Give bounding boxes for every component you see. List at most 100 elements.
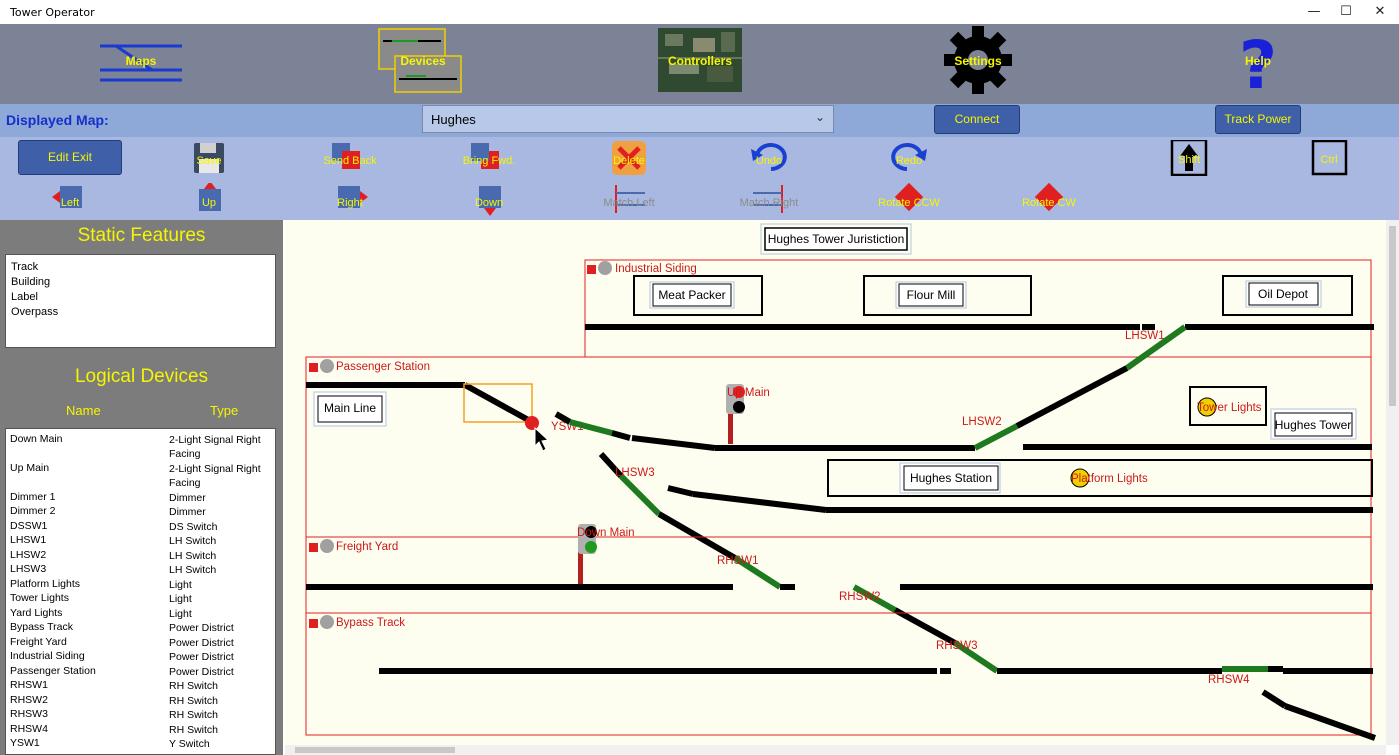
move-down-button[interactable]: Down [449,183,529,217]
nav-controllers-label: Controllers [667,54,732,68]
match-left-button[interactable]: Match Left [589,183,669,217]
arrow-right-icon [338,186,368,208]
bring-forward-label: Bring Fwd. [462,155,516,167]
static-feature-item[interactable]: Building [11,276,51,288]
district-marker [309,619,318,628]
shift-button[interactable]: Shift [1149,140,1229,176]
mouse-cursor-icon [534,426,550,452]
ctrl-button[interactable]: Ctrl [1289,140,1369,176]
static-feature-item[interactable]: Label [11,291,38,303]
save-button[interactable]: Save [169,141,249,175]
rotate-ccw-label: Rotate CCW [878,197,940,209]
question-mark-icon: ? [1239,27,1277,104]
ctrl-icon [1311,140,1348,176]
device-name: Down Main [10,433,63,445]
nav-help[interactable]: ? Help [1203,24,1313,104]
track-power-button[interactable]: Track Power On [1215,105,1301,153]
selected-node-icon [525,416,539,430]
bring-forward-icon [471,143,499,169]
signal-light-red-icon [733,386,745,398]
connect-button[interactable]: Connect [934,105,1020,134]
device-type: Power District [169,637,234,649]
device-name: RHSW3 [10,708,48,720]
rotate-cw-button[interactable]: Rotate CW [1009,183,1089,217]
main-line-box[interactable] [317,395,383,423]
match-left-icon [615,185,645,213]
maximize-button[interactable]: ☐ [1340,4,1352,19]
shift-label: Shift [1177,154,1200,166]
device-name: Bypass Track [10,621,74,633]
nav-controllers[interactable]: Controllers [645,24,755,104]
device-type: DS Switch [169,521,218,533]
arrow-down-icon [479,186,501,216]
map-select[interactable]: Hughes ⌄ [422,105,834,133]
static-features-list: Track Building Label Overpass [5,254,276,348]
device-name: Dimmer 2 [10,505,56,517]
device-type: Power District [169,651,234,663]
device-type: 2-Light Signal Right Facing [169,434,261,460]
match-right-button[interactable]: Match Right [729,183,809,217]
up-label: Up [201,197,217,209]
map-canvas[interactable]: Hughes Tower Juristiction Industrial Sid… [285,220,1386,745]
arrow-up-icon [199,183,221,211]
hughes-tower-box[interactable] [1274,412,1353,437]
signal-post [578,535,583,585]
device-name: RHSW2 [10,694,48,706]
undo-icon [751,143,787,171]
building-meat-packer[interactable] [633,275,763,316]
move-left-button[interactable]: Left [30,183,110,217]
device-type: LH Switch [169,564,217,576]
switch-label-rhsw1: RHSW1 [717,555,759,567]
district-marker [309,363,318,372]
hughes-station-box[interactable] [903,465,999,491]
building-oil-depot[interactable] [1222,275,1353,316]
rotate-ccw-button[interactable]: Rotate CCW [869,183,949,217]
jurisdiction-label-box[interactable] [764,227,908,251]
chevron-down-icon: ⌄ [814,110,825,124]
vertical-scrollbar-thumb[interactable] [1389,226,1396,406]
district-marker [309,543,318,552]
nav-maps[interactable]: Maps [86,24,196,104]
horizontal-scrollbar[interactable] [285,745,1386,755]
static-feature-item[interactable]: Overpass [11,306,59,318]
device-type: Dimmer [169,506,206,518]
nav-devices[interactable]: Devices [368,24,478,104]
horizontal-scrollbar-thumb[interactable] [295,747,455,753]
send-back-button[interactable]: Send Back [310,141,390,175]
device-type: RH Switch [169,709,219,721]
window-title: Tower Operator [10,6,95,19]
minimize-button[interactable]: — [1307,4,1321,19]
district-label: Bypass Track [336,617,405,629]
static-feature-item[interactable]: Track [11,261,39,273]
hughes-station-platform[interactable] [827,459,1373,497]
redo-button[interactable]: Redo [869,141,949,175]
move-up-button[interactable]: Up [169,183,249,217]
column-header-name[interactable]: Name [66,403,101,418]
vertical-scrollbar[interactable] [1386,220,1399,745]
device-type: Power District [169,666,234,678]
undo-button[interactable]: Undo [729,141,809,175]
move-right-button[interactable]: Right [310,183,390,217]
tower-lights-building[interactable] [1189,386,1267,426]
down-label: Down [474,197,504,209]
bring-forward-button[interactable]: Bring Fwd. [449,141,529,175]
district-label: Freight Yard [336,541,398,553]
device-type: LH Switch [169,550,217,562]
title-bar: Tower Operator — ☐ ✕ [0,0,1399,24]
match-right-icon [753,185,783,213]
signal-light-green-icon [585,541,597,553]
building-flour-mill[interactable] [863,275,1032,316]
send-back-icon [332,143,360,169]
nav-settings-label: Settings [954,54,1002,68]
device-name: LHSW3 [10,563,47,575]
close-button[interactable]: ✕ [1374,4,1386,19]
column-header-type[interactable]: Type [210,403,239,418]
map-selector-row: Displayed Map: Hughes ⌄ Connect Track Po… [0,104,1399,153]
save-label: Save [196,155,222,167]
edit-exit-button[interactable]: Edit Exit [18,140,122,175]
delete-button[interactable]: Delete [589,141,669,175]
device-name: Passenger Station [10,665,96,677]
district-label: Passenger Station [336,361,430,373]
nav-settings[interactable]: Settings [923,24,1033,104]
